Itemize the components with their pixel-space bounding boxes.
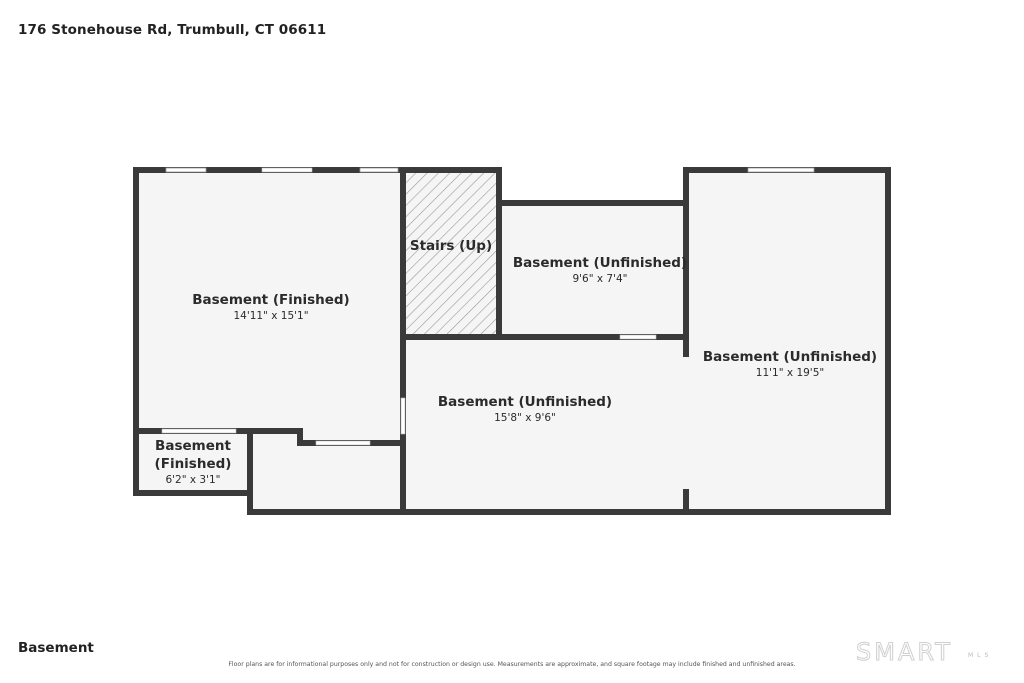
address-title: 176 Stonehouse Rd, Trumbull, CT 06611 (18, 22, 327, 38)
room-dims-finished-main: 14'11" x 15'1" (233, 310, 308, 322)
room-name-finished-small-line2: (Finished) (155, 456, 232, 472)
wall (400, 334, 689, 340)
logo-sub: MLS (968, 652, 993, 659)
openings (161, 167, 815, 446)
room-dims-unfinished-right: 11'1" x 19'5" (756, 367, 824, 379)
room-name-finished-small-line1: Basement (155, 438, 231, 454)
floor-finished-small (136, 432, 250, 493)
floor-unfinished-small (499, 203, 686, 337)
room-dims-unfinished-small: 9'6" x 7'4" (572, 273, 627, 285)
room-floors (136, 171, 888, 511)
wall (133, 490, 253, 496)
wall (683, 489, 689, 513)
room-labels: Basement (Finished) 14'11" x 15'1" Stair… (155, 238, 878, 486)
wall (683, 167, 689, 357)
doorway (619, 334, 657, 340)
wall (400, 167, 406, 339)
floor-unfinished-right (686, 171, 888, 511)
window (359, 167, 399, 173)
doorway (161, 428, 237, 434)
doorway (400, 397, 406, 435)
floor-stairs (403, 171, 499, 337)
room-dims-finished-small: 6'2" x 3'1" (165, 474, 220, 486)
floor-finished-main (136, 171, 403, 432)
window (261, 167, 313, 173)
floor-label: Basement (18, 640, 94, 656)
smart-mls-logo: SMART MLS (856, 638, 1006, 668)
wall (297, 428, 303, 446)
wall (885, 167, 891, 515)
wall (496, 200, 689, 206)
floor-unfinished-center (403, 337, 686, 511)
wall (133, 167, 502, 173)
window (165, 167, 207, 173)
room-name-unfinished-center: Basement (Unfinished) (438, 394, 612, 410)
doorway (315, 440, 371, 446)
wall (247, 428, 253, 515)
room-name-unfinished-right: Basement (Unfinished) (703, 349, 877, 365)
wall (496, 167, 502, 339)
room-name-stairs: Stairs (Up) (410, 238, 492, 254)
logo-text: SMART (856, 638, 953, 667)
window (747, 167, 815, 173)
disclaimer: Floor plans are for informational purpos… (228, 661, 796, 668)
wall (247, 509, 891, 515)
room-name-unfinished-small: Basement (Unfinished) (513, 255, 687, 271)
room-dims-unfinished-center: 15'8" x 9'6" (494, 412, 556, 424)
wall (133, 167, 139, 496)
room-name-finished-main: Basement (Finished) (192, 292, 349, 308)
